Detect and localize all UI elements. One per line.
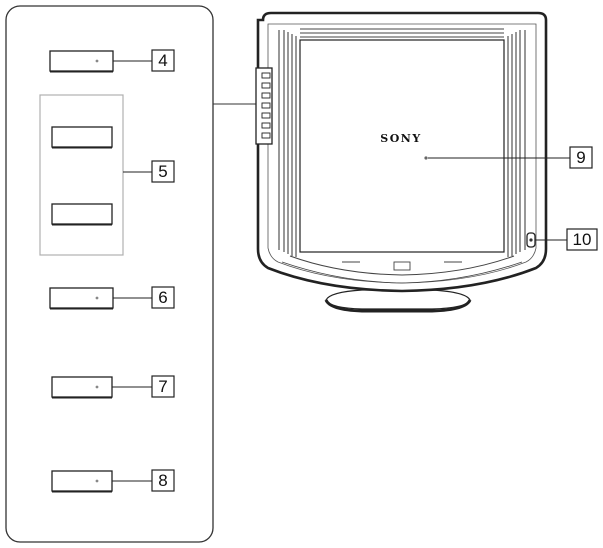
- monitor-button[interactable]: [261, 82, 271, 89]
- callout-box-7: 7: [151, 375, 175, 398]
- bezel-right-stripes: [507, 30, 526, 257]
- control-panel-detail: 4 5 6: [5, 5, 256, 543]
- control-button-5-lower[interactable]: [51, 203, 113, 226]
- callout-label-9: 9: [576, 148, 585, 167]
- screen-center-dot: [424, 156, 428, 160]
- monitor-screen: [299, 39, 505, 253]
- control-button-5-upper[interactable]: [51, 126, 113, 149]
- indicator-dot: [95, 59, 99, 63]
- monitor-button[interactable]: [261, 102, 271, 109]
- callout-label-7: 7: [158, 377, 167, 396]
- control-panel-frame: [5, 5, 214, 543]
- monitor-button[interactable]: [261, 112, 271, 119]
- monitor-button[interactable]: [261, 132, 271, 139]
- callout-label-8: 8: [158, 471, 167, 490]
- indicator-dot: [95, 479, 99, 483]
- monitor-button[interactable]: [261, 72, 271, 79]
- power-indicator[interactable]: [526, 232, 536, 248]
- indicator-dot: [95, 385, 99, 389]
- callout-box-6: 6: [151, 286, 175, 309]
- monitor-button-strip: [255, 67, 273, 145]
- callout-box-8: 8: [151, 469, 175, 492]
- callout-label-5: 5: [158, 162, 167, 181]
- monitor-button[interactable]: [261, 122, 271, 129]
- callout-box-5: 5: [151, 160, 175, 183]
- monitor-button[interactable]: [261, 92, 271, 99]
- bezel-top-stripes: [300, 28, 504, 38]
- chin-center-mark: [393, 261, 411, 271]
- indicator-dot: [95, 296, 99, 300]
- button-group-5-box: [39, 94, 124, 256]
- callout-box-10: 10: [566, 228, 598, 251]
- callout-label-4: 4: [158, 51, 167, 70]
- callout-box-4: 4: [151, 49, 175, 72]
- control-button-7[interactable]: [51, 376, 113, 399]
- monitor: SONY: [255, 11, 598, 313]
- callout-label-10: 10: [573, 230, 592, 249]
- control-button-8[interactable]: [51, 470, 113, 493]
- callout-box-9: 9: [569, 146, 593, 169]
- bezel-left-stripes: [278, 30, 297, 257]
- bezel-chin: [289, 255, 515, 276]
- control-button-4[interactable]: [49, 50, 114, 73]
- callout-label-6: 6: [158, 288, 167, 307]
- control-button-6[interactable]: [49, 287, 114, 310]
- brand-logo: SONY: [380, 132, 421, 145]
